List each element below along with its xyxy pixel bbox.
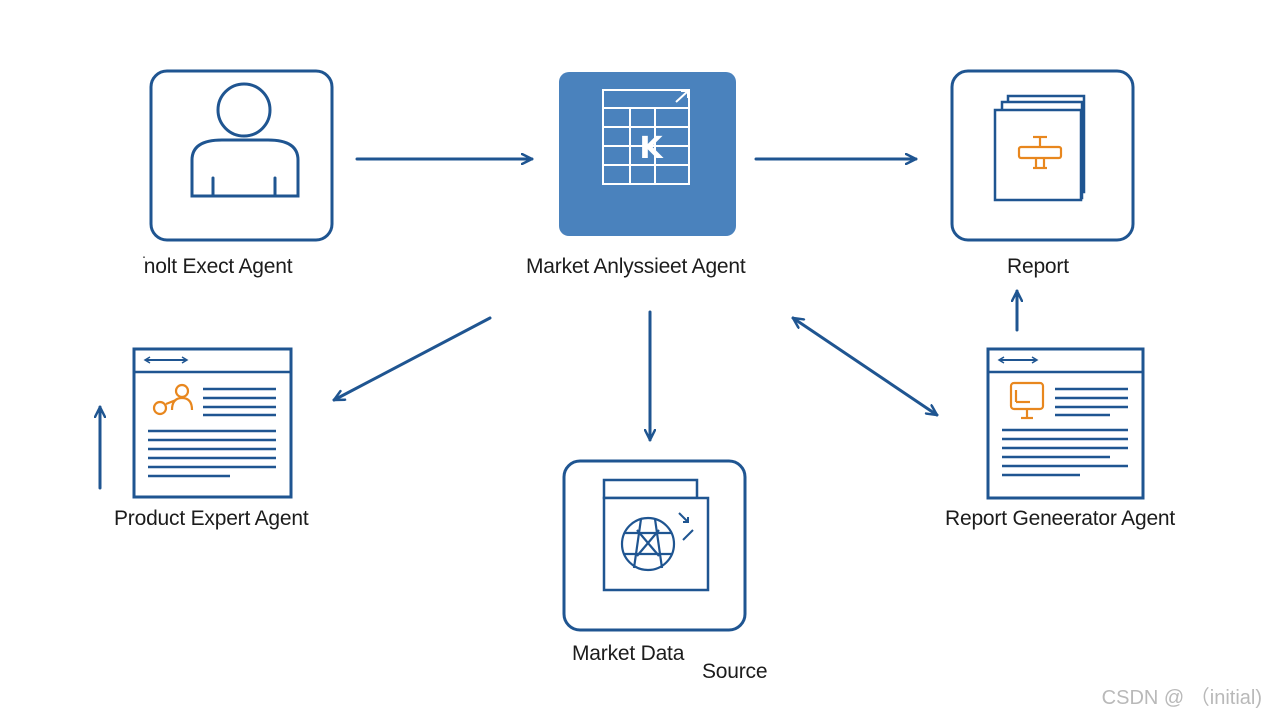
market-analysis-agent-label: Market Anlyssieet Agent bbox=[526, 255, 746, 278]
watermark-text: CSDN @ （initial) bbox=[1101, 687, 1262, 709]
report-node bbox=[950, 69, 1135, 242]
report-label: Report bbox=[1007, 255, 1069, 278]
report-generator-agent-label: Report Geneerator Agent bbox=[945, 507, 1176, 530]
document-with-monitor-icon bbox=[988, 356, 1143, 477]
product-expert-agent-label: Product Expert Agent bbox=[114, 507, 309, 530]
document-with-person-icon bbox=[134, 356, 291, 478]
spreadsheet-icon bbox=[602, 89, 690, 185]
arrow-market-analysis-report-generator-bidirectional bbox=[791, 316, 939, 417]
spreadsheet-k-glyph: K bbox=[639, 131, 664, 166]
report-generator-agent-node bbox=[986, 347, 1145, 500]
person-icon bbox=[190, 82, 300, 198]
market-data-source-node bbox=[562, 459, 747, 632]
market-data-source-label-line1: Market Data bbox=[572, 642, 685, 665]
report-document-icon bbox=[993, 94, 1086, 202]
arrow-market-analysis-to-product-expert bbox=[332, 316, 492, 402]
user-agent-node bbox=[149, 69, 334, 242]
data-source-globe-icon bbox=[602, 478, 710, 592]
market-data-source-label-line2: Source bbox=[702, 660, 768, 683]
user-agent-label: ׂnolt Exect Agent bbox=[144, 255, 293, 278]
product-expert-agent-node bbox=[132, 347, 293, 499]
market-analysis-agent-node: K bbox=[559, 72, 736, 236]
